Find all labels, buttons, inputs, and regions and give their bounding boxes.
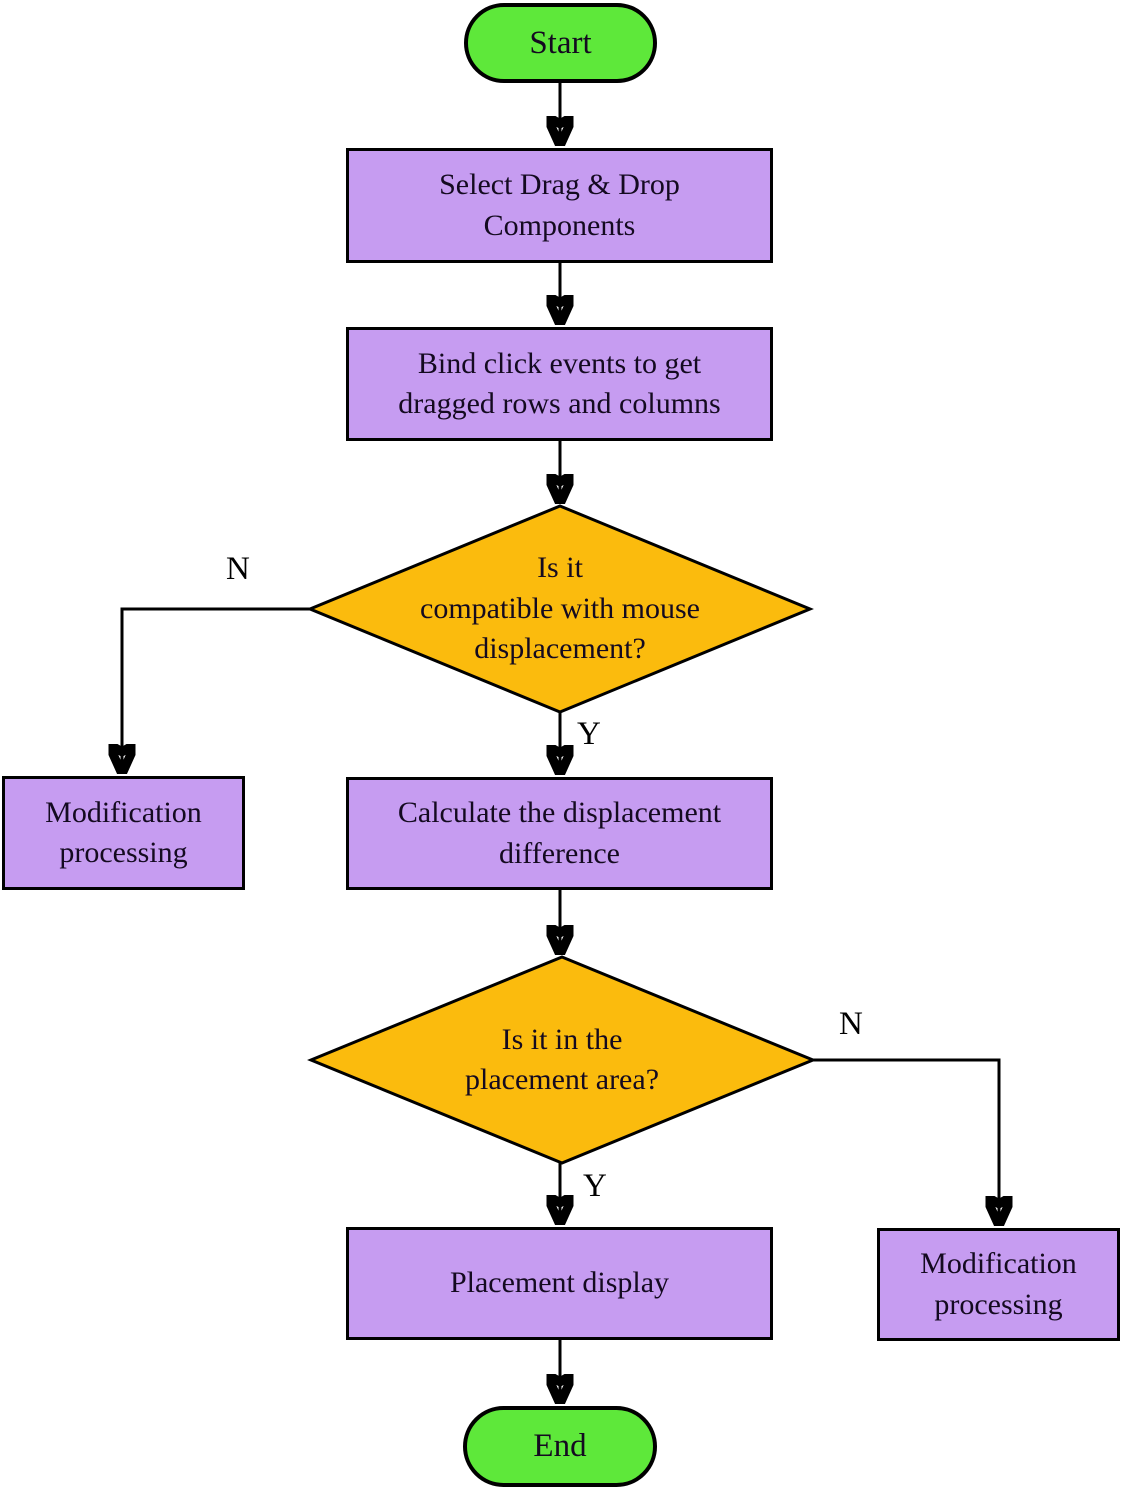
node-modification-left-label: Modification processing	[45, 795, 202, 870]
edge-compatible-no-to-modification-left	[122, 607, 313, 774]
decision-diamond-shape	[307, 955, 817, 1165]
node-placement-display: Placement display	[346, 1227, 773, 1340]
node-select-components: Select Drag & Drop Components	[346, 148, 773, 263]
node-end: End	[463, 1406, 657, 1487]
node-modification-right: Modification processing	[877, 1228, 1120, 1341]
node-bind-events: Bind click events to get dragged rows an…	[346, 327, 773, 441]
node-compatible-decision: Is it compatible with mouse displacement…	[306, 504, 814, 714]
edge-label-compatible-no: N	[226, 551, 250, 587]
node-modification-right-label: Modification processing	[920, 1247, 1077, 1321]
edge-label-compatible-yes: Y	[577, 716, 601, 752]
node-modification-left: Modification processing	[2, 776, 245, 890]
node-placement-decision-label: Is it in the placement area?	[464, 1022, 660, 1097]
edge-label-placement-yes: Y	[583, 1168, 607, 1204]
edge-label-placement-no: N	[839, 1006, 863, 1042]
node-calculate-difference: Calculate the displacement difference	[346, 777, 773, 890]
edge-placement-no-to-modification-right	[813, 1058, 999, 1226]
node-start-label: Start	[529, 24, 592, 61]
node-placement-decision: Is it in the placement area?	[307, 955, 817, 1165]
node-compatible-decision-label: Is it compatible with mouse displacement…	[420, 551, 700, 666]
node-start: Start	[464, 3, 657, 83]
node-bind-events-label: Bind click events to get dragged rows an…	[398, 346, 721, 421]
decision-diamond-shape	[306, 504, 814, 714]
node-select-components-label: Select Drag & Drop Components	[439, 168, 680, 242]
node-calculate-difference-label: Calculate the displacement difference	[397, 796, 722, 870]
node-placement-display-label: Placement display	[449, 1266, 670, 1300]
node-end-label: End	[533, 1428, 587, 1464]
